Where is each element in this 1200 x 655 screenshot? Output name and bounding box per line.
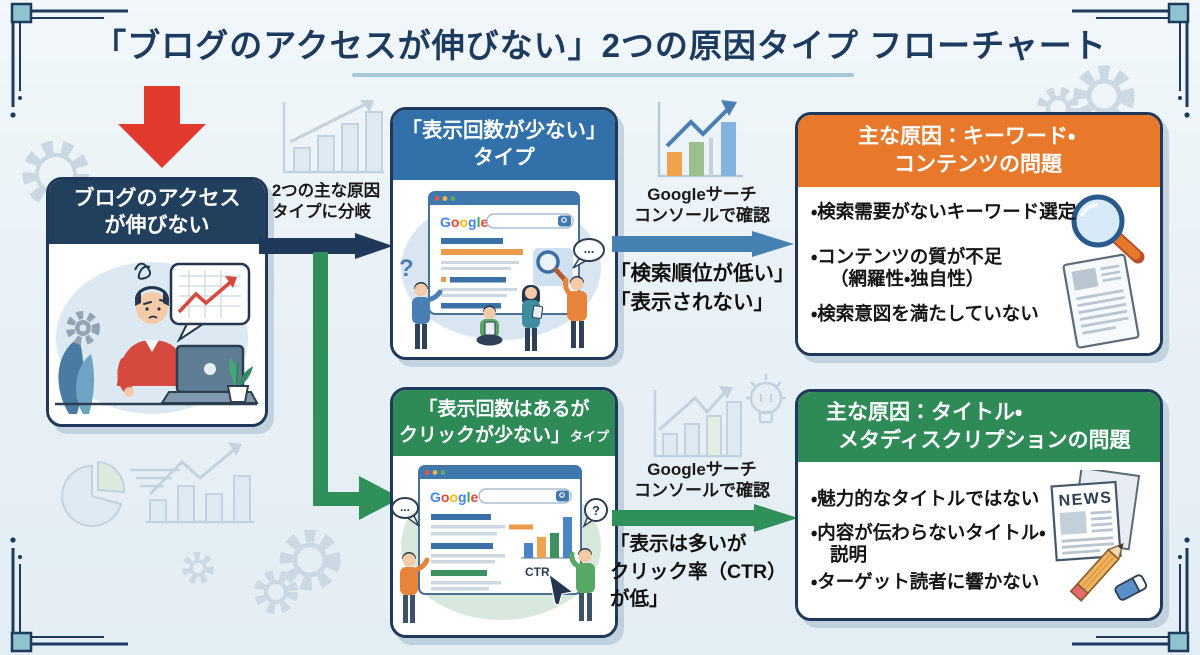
page-title: 「ブログのアクセスが伸びない」2つの原因タイプ フローチャート bbox=[93, 27, 1107, 64]
svg-text:...: ... bbox=[584, 241, 595, 256]
people-group bbox=[412, 276, 587, 352]
google-search-window: Google bbox=[428, 191, 580, 315]
news-label: NEWS bbox=[1058, 489, 1113, 510]
bullet-item: ・検索意図を満たしていない bbox=[811, 302, 1039, 324]
cause1-bullet-list: ・検索需要がないキーワード選定 ・コンテンツの質が不足 （網羅性・独自性） ・検… bbox=[798, 187, 1160, 325]
confusion-scribble bbox=[134, 262, 151, 280]
google-search-window: Google bbox=[418, 465, 582, 606]
start-node-header: ブログのアクセス が伸びない bbox=[49, 180, 265, 244]
path1-check-label: Googleサーチ コンソールで確認 bbox=[634, 185, 770, 226]
cause2-node-body: NEWS ・魅力的 bbox=[798, 462, 1160, 612]
people-group bbox=[400, 548, 595, 623]
corner-frame-bottom-right bbox=[1072, 537, 1190, 653]
path2-result-label: 「表示は多いが クリック率（CTR） が低」 bbox=[610, 533, 787, 611]
gear-icon bbox=[66, 311, 100, 345]
worried-blogger-illustration bbox=[55, 262, 259, 414]
question-speech-bubble: ? bbox=[582, 498, 608, 528]
magnifier-icon bbox=[1071, 194, 1145, 264]
google-logo: Google bbox=[440, 214, 488, 230]
plant bbox=[226, 358, 253, 403]
type1-node: 「表示回数が少ない」 タイプ Google bbox=[390, 107, 618, 360]
bullet-item: ・内容が伝わらないタイトル・ 説明 bbox=[811, 521, 1046, 566]
path2-check-label: Googleサーチ コンソールで確認 bbox=[634, 460, 770, 501]
google-logo: Google bbox=[430, 489, 478, 505]
cause1-node-header: 主な原因：キーワード・ コンテンツの問題 bbox=[798, 115, 1160, 187]
gear-icon bbox=[182, 552, 214, 584]
type1-node-header: 「表示回数が少ない」 タイプ bbox=[393, 110, 615, 180]
low-impressions-illustration: Google .. bbox=[399, 191, 605, 352]
question-mark: ? bbox=[399, 255, 414, 282]
start-node: ブログのアクセス が伸びない bbox=[46, 177, 268, 427]
chart-speech-bubble bbox=[169, 262, 251, 343]
start-node-illustration bbox=[49, 244, 265, 418]
cause1-node: 主な原因：キーワード・ コンテンツの問題 bbox=[795, 112, 1163, 356]
pencil-icon bbox=[1069, 542, 1148, 602]
search-bar bbox=[486, 213, 574, 229]
type2-node: 「表示回数はあるが クリックが少ない」タイプ Google bbox=[390, 387, 618, 638]
cause1-node-body: ・検索需要がないキーワード選定 ・コンテンツの質が不足 （網羅性・独自性） ・検… bbox=[798, 187, 1160, 349]
growth-chart-icon bbox=[146, 442, 254, 524]
branch-label: 2つの主な原因 タイプに分岐 bbox=[272, 182, 381, 221]
magnifier-icon bbox=[536, 250, 560, 274]
low-ctr-illustration: Google bbox=[393, 465, 608, 623]
cause2-node: 主な原因：タイトル・ メタディスクリプションの問題 NEWS bbox=[795, 389, 1163, 621]
eraser-icon bbox=[1114, 574, 1148, 601]
corner-frame-top-left bbox=[10, 2, 128, 118]
pie-chart-icon bbox=[61, 460, 180, 527]
dots-speech-bubble: ... bbox=[393, 497, 420, 527]
growth-chart-icon bbox=[653, 386, 742, 458]
gears-icon bbox=[254, 529, 341, 614]
cause2-node-header: 主な原因：タイトル・ メタディスクリプションの問題 bbox=[798, 392, 1160, 462]
branch-arrow-bottom bbox=[313, 252, 401, 520]
path1-result-label: 「検索順位が低い」 「表示されない」 bbox=[610, 262, 795, 315]
bullet-item: ・コンテンツの質が不足 （網羅性・独自性） bbox=[811, 245, 1003, 290]
ctr-label: CTR bbox=[525, 565, 550, 579]
bullet-item: ・魅力的なタイトルではない bbox=[811, 488, 1040, 509]
cause2-bullet-list: ・魅力的なタイトルではない ・内容が伝わらないタイトル・ 説明 ・ターゲット読者… bbox=[798, 462, 1160, 593]
search-bar bbox=[478, 488, 572, 504]
corner-frame-bottom-left bbox=[10, 537, 128, 653]
type2-node-header: 「表示回数はあるが クリックが少ない」タイプ bbox=[393, 390, 615, 456]
start-down-arrow bbox=[118, 86, 206, 168]
svg-text:?: ? bbox=[592, 503, 600, 518]
cursor-icon bbox=[548, 572, 575, 606]
corner-frame-top-right bbox=[1072, 2, 1190, 118]
growth-chart-icon bbox=[282, 100, 384, 174]
document-icon bbox=[1062, 253, 1140, 349]
title-underline bbox=[352, 73, 854, 77]
bullet-item: ・ターゲット読者に響かない bbox=[811, 570, 1040, 592]
newspaper-icon: NEWS bbox=[1050, 470, 1141, 562]
bullet-item: ・検索需要がないキーワード選定 bbox=[811, 201, 1077, 222]
colored-growth-chart-icon bbox=[657, 100, 743, 178]
svg-text:...: ... bbox=[400, 500, 410, 514]
light-bulb-icon bbox=[746, 374, 786, 424]
dots-speech-bubble: ... bbox=[572, 238, 605, 269]
search-button bbox=[556, 490, 569, 502]
ctr-chart: CTR bbox=[521, 517, 575, 606]
type1-node-illustration: Google .. bbox=[393, 180, 615, 352]
branch-arrow-top bbox=[259, 233, 393, 259]
path2-arrow bbox=[612, 504, 798, 532]
search-button bbox=[558, 215, 571, 227]
path1-arrow bbox=[612, 231, 794, 257]
type2-node-illustration: Google bbox=[393, 456, 615, 629]
